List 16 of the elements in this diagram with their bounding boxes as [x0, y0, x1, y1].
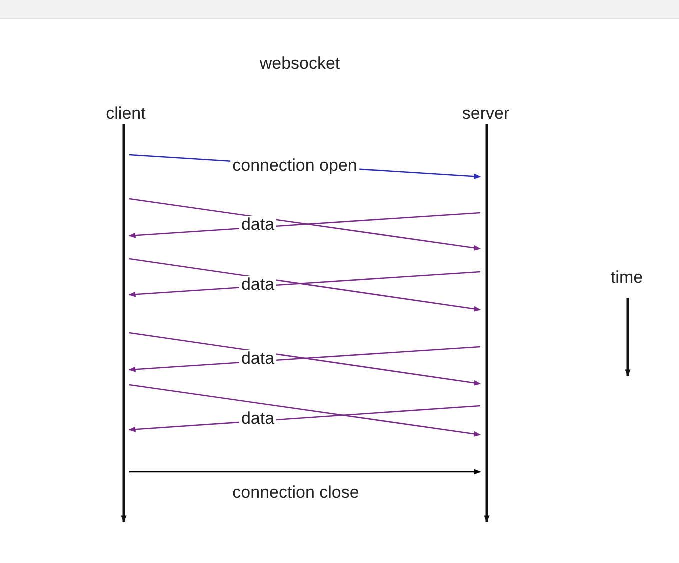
message-arrow	[129, 198, 482, 251]
message-arrow	[128, 405, 481, 432]
diagram-title: websocket	[260, 54, 340, 74]
participant-label: server	[462, 104, 510, 124]
lifeline-arrow	[484, 124, 490, 523]
message-arrow	[129, 258, 482, 312]
message-arrow	[128, 212, 481, 238]
lifeline-arrow	[121, 124, 127, 523]
participant-label: client	[106, 104, 146, 124]
message-arrow	[128, 271, 481, 298]
message-arrow	[129, 332, 482, 386]
message-arrow	[129, 384, 482, 437]
edge-label: connection open	[230, 157, 360, 175]
axis-label: time	[610, 268, 644, 288]
message-arrow	[128, 346, 481, 372]
message-arrow	[130, 469, 482, 475]
